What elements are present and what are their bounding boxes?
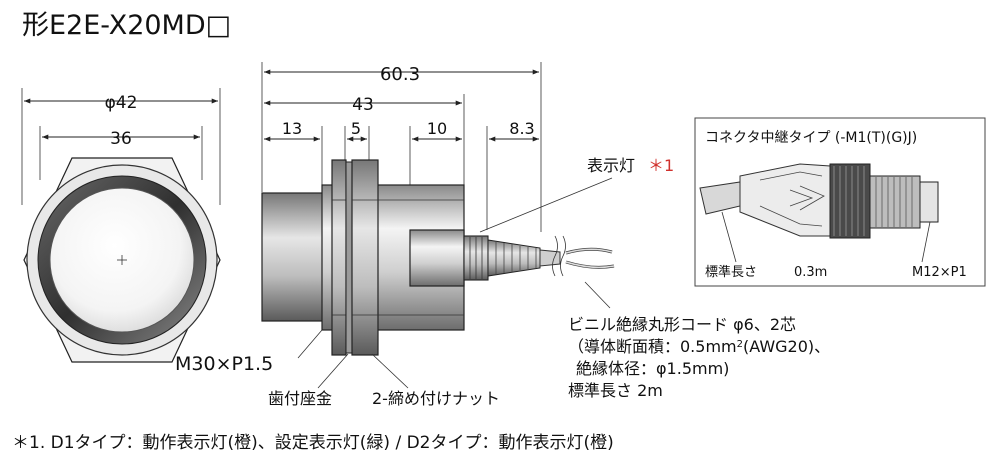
- cable-spec-line1: ビニル絶縁丸形コード φ6、2芯: [568, 315, 796, 334]
- dim-c: 10: [427, 119, 447, 138]
- nut-label: 2-締め付けナット: [372, 389, 500, 408]
- connector-length-label: 標準長さ: [705, 264, 757, 280]
- cable-spec: ビニル絶縁丸形コード φ6、2芯 （導体断面積：0.5mm2(AWG20)、 絶…: [568, 281, 830, 400]
- cable-spec-line2: （導体断面積：0.5mm2(AWG20)、: [568, 337, 830, 356]
- indicator-note-mark: ＊1: [648, 156, 674, 175]
- dim-total-length: 60.3: [380, 64, 420, 85]
- toothed-washer: [345, 161, 353, 354]
- indicator-label: 表示灯: [587, 156, 635, 175]
- washer-label: 歯付座金: [268, 389, 332, 408]
- sensing-head: [261, 192, 325, 322]
- cable-spec-line4: 標準長さ 2m: [568, 381, 663, 400]
- rear-cap: [409, 229, 465, 287]
- front-view: φ42 36: [21, 88, 221, 363]
- dim-d: 8.3: [509, 119, 534, 138]
- connector-length-value: 0.3m: [794, 265, 827, 280]
- dim-hex-width: 36: [110, 129, 132, 149]
- dim-body-length: 43: [352, 95, 374, 115]
- connector-inset-title: コネクタ中継タイプ (-M1(T)(G)J): [705, 130, 917, 146]
- dim-a: 13: [282, 119, 302, 138]
- thread-label: M30×P1.5: [175, 353, 273, 375]
- model-title: 形E2E-X20MD□: [22, 10, 231, 41]
- cable-spec-line3: 絶縁体径：φ1.5mm): [576, 359, 729, 378]
- dim-b: 5: [351, 119, 361, 138]
- clamp-nut-2: [351, 159, 379, 356]
- side-view: 60.3 43 13 5 10 8.3: [175, 62, 674, 408]
- dim-outer-diameter: φ42: [105, 93, 138, 113]
- footnote: ＊1. D1タイプ：動作表示灯(橙)、設定表示灯(緑) / D2タイプ：動作表示…: [12, 433, 614, 453]
- connector-inset: コネクタ中継タイプ (-M1(T)(G)J) 標準長さ 0.3m M12×P1: [694, 117, 986, 287]
- clamp-nut-1: [331, 159, 347, 356]
- connector-thread-label: M12×P1: [912, 265, 967, 280]
